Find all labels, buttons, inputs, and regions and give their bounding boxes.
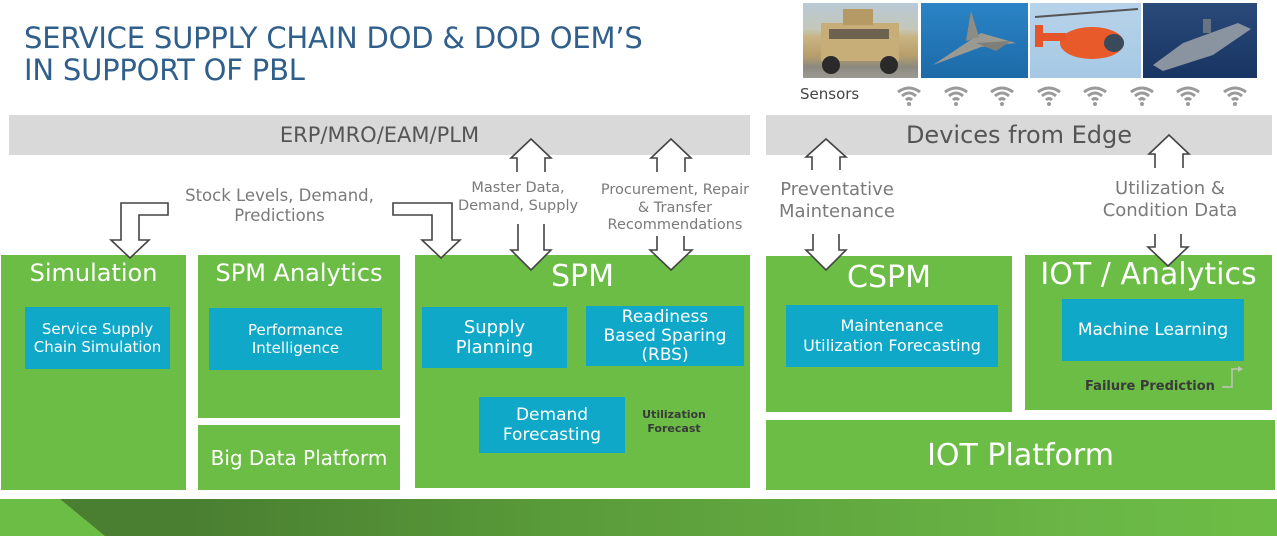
service-supply-chain-simulation-box: Service Supply Chain Simulation bbox=[25, 307, 170, 369]
erp-bar: ERP/MRO/EAM/PLM bbox=[9, 115, 750, 155]
master-data-down-arrow bbox=[509, 224, 553, 272]
aircraft-carrier-icon bbox=[1153, 19, 1251, 71]
rbs-line3: (RBS) bbox=[641, 344, 689, 365]
wifi-sensor-icon bbox=[897, 86, 921, 106]
prev-line1: Preventative bbox=[780, 179, 894, 200]
utilization-condition-label: Utilization & Condition Data bbox=[1090, 178, 1250, 222]
master-data-up-arrow bbox=[508, 137, 554, 172]
wifi-sensor-icon bbox=[1222, 86, 1247, 106]
util-line1: Utilization & bbox=[1115, 178, 1225, 199]
slide-title: SERVICE SUPPLY CHAIN DOD & DOD OEM’S IN … bbox=[24, 22, 643, 86]
sim-sub-line2: Chain Simulation bbox=[33, 338, 162, 356]
cspm-title: CSPM bbox=[847, 260, 931, 295]
master-line2: Demand, Supply bbox=[457, 198, 579, 214]
utilization-down-arrow bbox=[1145, 234, 1191, 268]
slide-title-line2: IN SUPPORT OF PBL bbox=[24, 53, 305, 87]
maintenance-utilization-forecasting-box: Maintenance Utilization Forecasting bbox=[786, 305, 998, 367]
util-forecast-line1: Utilization bbox=[642, 408, 706, 421]
humvee-image bbox=[803, 3, 918, 78]
footer-band-accent bbox=[0, 499, 105, 536]
humvee-icon bbox=[821, 9, 899, 74]
helicopter-image bbox=[1030, 3, 1141, 78]
failure-prediction-label: Failure Prediction bbox=[1085, 379, 1215, 394]
proc-line3: Recommendations bbox=[607, 217, 743, 233]
aircraft-carrier-image bbox=[1143, 3, 1257, 78]
stock-line2: Predictions bbox=[234, 206, 325, 225]
stock-line1: Stock Levels, Demand, bbox=[185, 186, 374, 205]
edge-bar-label: Devices from Edge bbox=[905, 121, 1133, 149]
spm-block: SPM Supply Planning Readiness Based Spar… bbox=[415, 255, 750, 488]
preventative-down-arrow bbox=[804, 234, 848, 272]
utilization-up-arrow bbox=[1146, 133, 1192, 168]
slide-title-line1: SERVICE SUPPLY CHAIN DOD & DOD OEM’S bbox=[24, 21, 643, 55]
demand-line1: Demand bbox=[515, 405, 589, 425]
perf-line1: Performance bbox=[247, 321, 344, 339]
failure-prediction-arrow bbox=[1222, 366, 1243, 388]
helicopter-icon bbox=[1034, 8, 1139, 59]
stock-to-simulation-arrow bbox=[108, 202, 169, 260]
big-data-platform-title: Big Data Platform bbox=[210, 445, 388, 470]
wifi-sensor-icon bbox=[1036, 86, 1061, 106]
procurement-down-arrow bbox=[648, 236, 694, 272]
wifi-sensor-icon bbox=[1129, 86, 1154, 106]
wifi-sensor-icon bbox=[943, 86, 968, 106]
wifi-sensor-icon bbox=[1083, 86, 1107, 106]
rbs-line1: Readiness bbox=[621, 306, 709, 327]
proc-line2: & Transfer bbox=[637, 199, 713, 216]
simulation-title: Simulation bbox=[29, 259, 158, 287]
mtf-line2: Utilization Forecasting bbox=[803, 336, 981, 355]
wifi-sensor-icon bbox=[1176, 86, 1200, 106]
big-data-platform-block: Big Data Platform bbox=[198, 425, 400, 490]
utilization-forecast-label: Utilization Forecast bbox=[639, 408, 709, 436]
master-line1: Master Data, bbox=[471, 180, 565, 196]
procurement-up-arrow bbox=[648, 137, 694, 172]
supply-planning-line2: Planning bbox=[455, 336, 534, 358]
supply-planning-line1: Supply bbox=[463, 316, 526, 338]
iot-analytics-block: IOT / Analytics Machine Learning Failure… bbox=[1025, 255, 1272, 410]
proc-line1: Procurement, Repair bbox=[600, 182, 750, 198]
prev-line2: Maintenance bbox=[779, 201, 895, 222]
preventative-maintenance-label: Preventative Maintenance bbox=[766, 179, 908, 223]
iot-analytics-title: IOT / Analytics bbox=[1040, 257, 1257, 292]
mtf-line1: Maintenance bbox=[840, 316, 944, 335]
stock-levels-label: Stock Levels, Demand, Predictions bbox=[172, 186, 387, 226]
edge-bar: Devices from Edge bbox=[766, 115, 1272, 155]
supply-planning-box: Supply Planning bbox=[422, 307, 567, 368]
spm-analytics-block: SPM Analytics Performance Intelligence bbox=[198, 255, 400, 418]
machine-learning-box: Machine Learning bbox=[1062, 299, 1244, 361]
wifi-sensor-icon bbox=[990, 86, 1014, 106]
cspm-block: CSPM Maintenance Utilization Forecasting bbox=[766, 256, 1012, 412]
fighter-jet-icon bbox=[933, 11, 1016, 65]
simulation-block: Simulation Service Supply Chain Simulati… bbox=[1, 255, 186, 490]
performance-intelligence-box: Performance Intelligence bbox=[209, 308, 382, 370]
machine-learning-label: Machine Learning bbox=[1077, 320, 1229, 340]
footer-band bbox=[0, 499, 1277, 536]
demand-forecasting-box: Demand Forecasting bbox=[479, 397, 625, 453]
erp-bar-label: ERP/MRO/EAM/PLM bbox=[279, 123, 480, 147]
spm-analytics-title: SPM Analytics bbox=[215, 259, 383, 287]
stock-to-spm-arrow bbox=[392, 202, 463, 260]
procurement-label: Procurement, Repair & Transfer Recommend… bbox=[596, 182, 754, 235]
iot-platform-block: IOT Platform bbox=[766, 420, 1275, 490]
demand-line2: Forecasting bbox=[502, 425, 602, 445]
perf-line2: Intelligence bbox=[251, 339, 340, 357]
sim-sub-line1: Service Supply bbox=[41, 320, 154, 338]
master-data-label: Master Data, Demand, Supply bbox=[452, 179, 584, 215]
fighter-jet-image bbox=[921, 3, 1028, 78]
spm-title: SPM bbox=[550, 259, 615, 294]
rbs-box: Readiness Based Sparing (RBS) bbox=[586, 306, 744, 366]
util-line2: Condition Data bbox=[1102, 200, 1238, 221]
util-forecast-line2: Forecast bbox=[647, 422, 701, 435]
sensors-label: Sensors bbox=[800, 85, 860, 103]
iot-platform-title: IOT Platform bbox=[927, 437, 1114, 473]
preventative-up-arrow bbox=[803, 137, 849, 170]
rbs-line2: Based Sparing bbox=[603, 325, 727, 346]
